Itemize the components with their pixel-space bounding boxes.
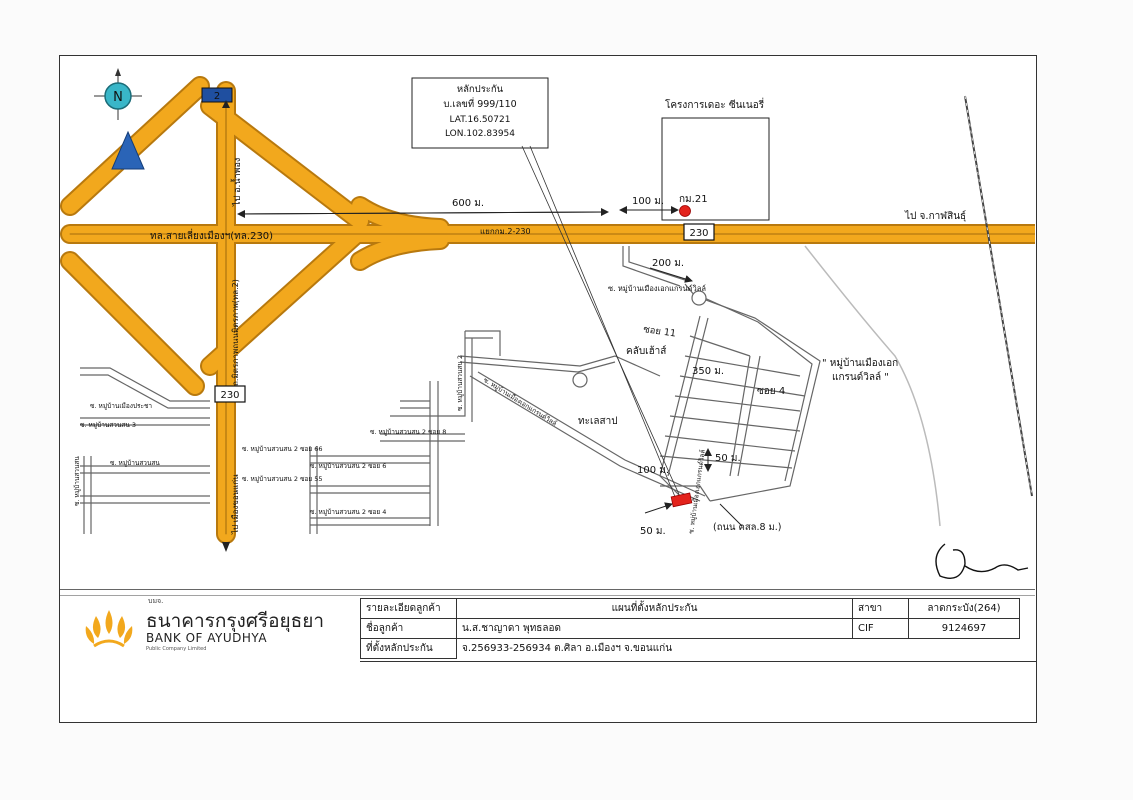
collateral-line3: LAT.16.50721 <box>450 115 511 125</box>
highway-network <box>60 76 1035 544</box>
route-shield-230-east: 230 <box>683 223 715 241</box>
arrow-north <box>222 100 230 108</box>
cell-location-label: ที่ตั้งหลักประกัน <box>360 638 457 659</box>
village-label-2: แกรนด์วิลล์ " <box>832 371 889 383</box>
distance-600: 600 ม. <box>452 198 484 209</box>
table-row: รายละเอียดลูกค้า แผนที่ตั้งหลักประกัน สา… <box>360 598 1020 619</box>
collateral-box <box>411 77 549 149</box>
collateral-line2: บ.เลขที่ 999/110 <box>443 97 516 110</box>
svg-text:2: 2 <box>214 91 220 102</box>
village-roads <box>80 246 821 534</box>
leader-lines <box>521 145 683 505</box>
cell-location-value: จ.256933-256934 ต.ศิลา อ.เมืองฯ จ.ขอนแก่… <box>456 638 1020 659</box>
distance-350: 350 ม. <box>692 366 724 377</box>
cell-cif-value: 9124697 <box>908 618 1020 639</box>
cell-branch-value: ลาดกระบัง(264) <box>908 598 1020 619</box>
distance-50-bottom: 50 ม. <box>640 526 666 537</box>
north-compass: N <box>94 68 145 170</box>
route-shield-230-west: 230 <box>214 385 246 403</box>
soi-suanson-2-55-label: ซ. หมู่บ้านสวนสน 2 ซอย 55 <box>242 475 323 483</box>
distance-arrows <box>237 206 743 527</box>
to-kalasin-label: ไป จ.กาฬสินธุ์ <box>904 210 966 222</box>
distance-100-bottom: 100 ม. <box>637 465 669 476</box>
roundabout-north <box>691 290 707 306</box>
cell-cif-label: CIF <box>852 618 909 639</box>
soi-11-label: ซอย 11 <box>643 324 677 339</box>
soi-4-label: ซอย 4 <box>757 386 785 397</box>
soi-muang-ek-label: ซ. หมู่บ้านเมืองเอกแกรนด์วิลล์ <box>608 284 706 293</box>
collateral-line4: LON.102.83954 <box>445 129 515 139</box>
table-row: ที่ตั้งหลักประกัน จ.256933-256934 ต.ศิลา… <box>360 638 1020 659</box>
to-ampho-phong-label: ไป อ.น้ำพอง <box>230 158 243 207</box>
table-row: ชื่อลูกค้า น.ส.ชาญาดา พุทธลอด CIF 912469… <box>360 618 1020 639</box>
club-house-label: คลับเฮ้าส์ <box>626 345 666 357</box>
soi-left-2-label: ซ. หมู่บ้านสวนสน 3 <box>80 421 136 429</box>
krungsri-emblem-icon <box>85 610 133 648</box>
cell-branch-label: สาขา <box>852 598 909 619</box>
soi-muang-ek-2-label: ซ. หมู่บ้านเมืองเอกแกรนด์วิลล์ <box>482 376 558 428</box>
signature <box>935 543 1029 579</box>
distance-200: 200 ม. <box>652 258 684 269</box>
collateral-plot <box>670 492 693 508</box>
cell-customer-name-label: ชื่อลูกค้า <box>360 618 457 639</box>
lake-label: ทะเลสาป <box>578 416 618 427</box>
location-map: โครงการเดอะ ซีนเนอรี่ หลักประกัน บ.เลขที… <box>60 68 1035 596</box>
north-letter: N <box>113 90 123 105</box>
side-road <box>804 245 941 527</box>
intersection-label: แยกกม.2-230 <box>480 227 531 236</box>
soi-suanson-2-4-label: ซ. หมู่บ้านสวนสน 2 ซอย 4 <box>310 508 386 516</box>
route-shield-2: 2 <box>201 87 233 103</box>
collateral-line1: หลักประกัน <box>457 84 504 95</box>
village-label-1: " หมู่บ้านเมืองเอก <box>822 357 898 369</box>
customer-info-table: รายละเอียดลูกค้า แผนที่ตั้งหลักประกัน สา… <box>360 598 1020 659</box>
svg-text:230: 230 <box>689 228 708 239</box>
arrow-south <box>222 542 230 552</box>
to-khonkaen-label: ไป เมืองขอนแก่น <box>231 474 240 535</box>
logo-thai-name: ธนาคารกรุงศรีอยุธยา <box>146 610 325 632</box>
cell-customer-details-label: รายละเอียดลูกค้า <box>360 598 457 619</box>
cell-customer-name: น.ส.ชาญาดา พุทธลอด <box>456 618 853 639</box>
distance-100-top: 100 ม. <box>632 196 664 207</box>
km-marker <box>679 205 691 217</box>
map-sheet: โครงการเดอะ ซีนเนอรี่ หลักประกัน บ.เลขที… <box>59 55 1037 723</box>
road-width-label: (ถนน คสล.8 ม.) <box>713 522 782 533</box>
bottom-rule <box>60 589 1035 590</box>
soi-left-3-label: ซ. หมู่บ้านสวนสน <box>110 459 160 467</box>
logo-subtitle: Public Company Limited <box>146 646 207 652</box>
soi-suanson-2-6-label: ซ. หมู่บ้านสวนสน 2 ซอย 6 <box>310 462 386 470</box>
soi-suanson-2-8-label: ซ. หมู่บ้านสวนสน 2 ซอย 8 <box>370 428 446 436</box>
distance-50-right: 50 ม. <box>715 453 741 464</box>
roundabout-west <box>572 372 588 388</box>
project-label: โครงการเดอะ ซีนเนอรี่ <box>665 97 765 111</box>
bank-logo: บมจ. ธนาคารกรุงศรีอยุธยา BANK OF AYUDHYA… <box>82 597 332 654</box>
mittraphap-label: ถ.มิตรภาพถนนมิตรภาพ(ทล.2) <box>231 279 240 386</box>
svg-text:230: 230 <box>220 390 239 401</box>
table-bottom-rule <box>360 661 1036 662</box>
project-area <box>661 117 770 221</box>
railway <box>964 95 1033 497</box>
soi-left-1-label: ซ. หมู่บ้านเมืองประชา <box>90 402 152 410</box>
cell-map-title: แผนที่ตั้งหลักประกัน <box>456 598 853 619</box>
soi-suanson-2-label: ซ. หมู่บ้านสวนสน 2 <box>456 355 464 411</box>
km-label: กม.21 <box>679 194 708 205</box>
logo-prefix: บมจ. <box>148 597 164 605</box>
logo-english-name: BANK OF AYUDHYA <box>146 631 268 645</box>
soi-left-vertical-label: ซ. หมู่บ้านสวนสน <box>73 456 81 506</box>
soi-suanson-2-66-label: ซ. หมู่บ้านสวนสน 2 ซอย 66 <box>242 445 323 453</box>
highway-230-label: ทล.สายเลี่ยงเมืองฯ(ทล.230) <box>150 228 273 242</box>
